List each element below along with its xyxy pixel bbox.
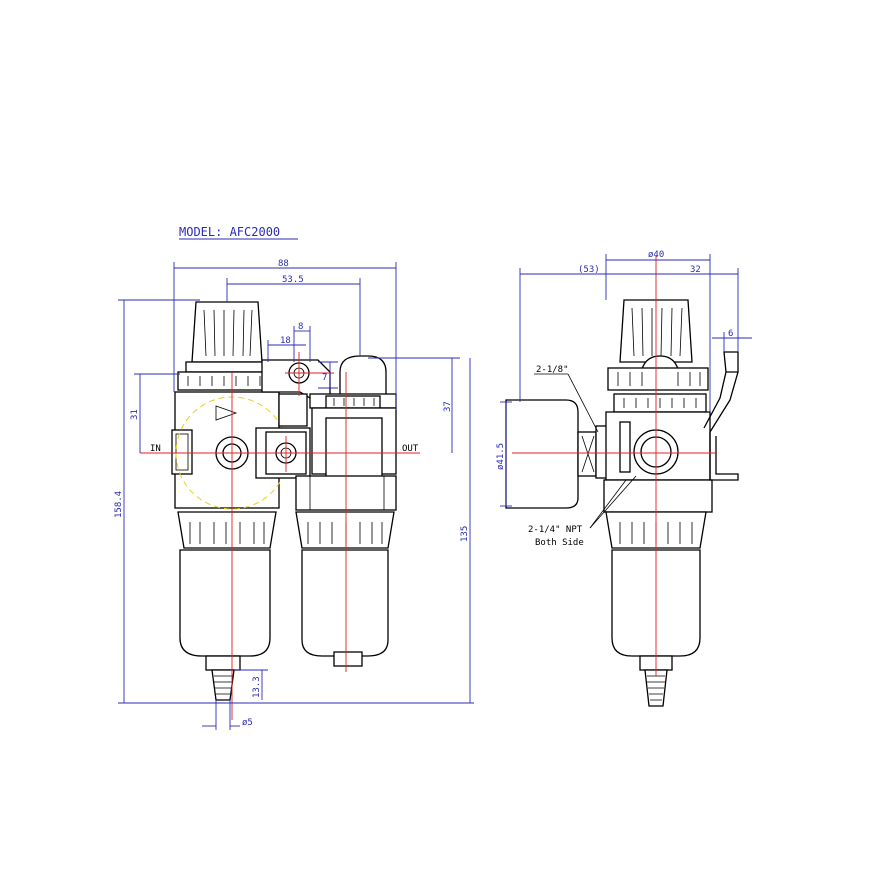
label-in: IN [150, 444, 161, 454]
dim-gauge-diameter: ø41.5 [496, 443, 506, 470]
dim-gauge-port-pitch: 18 [280, 336, 291, 346]
dim-gauge-port-height: 7 [322, 373, 327, 383]
model-text: MODEL: AFC2000 [179, 225, 280, 239]
dim-port-height-right: 37 [443, 401, 453, 412]
lubricator-bowl-right [295, 511, 395, 667]
front-dimensions: 88 53.5 8 18 7 31 [114, 259, 474, 730]
dim-body-width: ø40 [648, 250, 664, 260]
side-dimensions: ø40 (53) 32 6 ø41.5 2-1/8" 2-1/4" NPT B [496, 250, 752, 548]
mounting-bracket [703, 351, 739, 481]
dim-bracket-thickness: 6 [728, 329, 733, 339]
label-both-side: Both Side [535, 538, 584, 548]
side-centerlines [512, 256, 716, 676]
side-regulator-knob [607, 299, 709, 413]
pressure-gauge [505, 399, 609, 509]
model-label: MODEL: AFC2000 [179, 225, 298, 240]
side-body [603, 411, 713, 513]
dim-port-height-left: 31 [130, 409, 140, 420]
dim-gauge-port-width: 8 [298, 322, 303, 332]
dim-drain-diameter: ø5 [242, 718, 253, 728]
label-gauge-thread: 2-1/8" [536, 365, 569, 375]
front-centerlines [140, 352, 420, 720]
dim-height-right: 135 [460, 526, 470, 542]
dim-drain-length: 13.3 [252, 676, 262, 698]
label-out: OUT [402, 444, 419, 454]
label-port-thread: 2-1/4" NPT [528, 525, 583, 535]
dim-width-total: 88 [278, 259, 289, 269]
dim-overall-height: 158.4 [114, 491, 124, 518]
filter-bowl-left [177, 511, 277, 701]
lubricator-body [295, 355, 397, 511]
dim-bracket-offset: 32 [690, 265, 701, 275]
front-view: 88 53.5 8 18 7 31 [114, 259, 474, 730]
side-view: ø40 (53) 32 6 ø41.5 2-1/8" 2-1/4" NPT B [496, 250, 752, 707]
dim-center-distance: 53.5 [282, 275, 304, 285]
dim-gauge-offset: (53) [578, 265, 600, 275]
regulator-knob [177, 301, 279, 391]
